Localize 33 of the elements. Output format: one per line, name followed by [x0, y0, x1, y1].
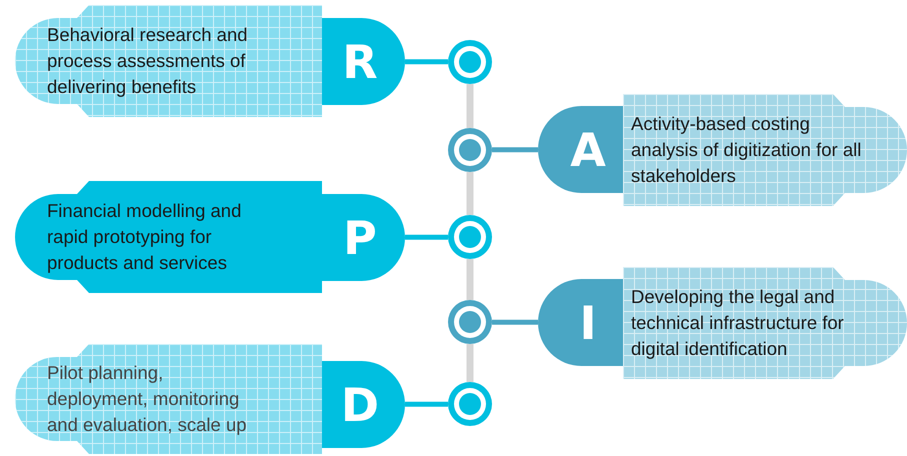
- letter-tab: [322, 361, 405, 448]
- letter-tab: [538, 106, 623, 193]
- card-text: Behavioral research and process assessments of delivering benefits: [47, 23, 249, 99]
- card-text: Developing the legal and technical infrastructure for digital identification: [631, 285, 845, 361]
- letter-tab: [322, 18, 405, 105]
- connector-line: [492, 320, 538, 325]
- card-text: Activity-based costing analysis of digitization for all stakeholders: [631, 112, 862, 188]
- timeline-node: [448, 300, 492, 344]
- tab-letter: R: [341, 36, 379, 86]
- connector-line: [405, 59, 448, 64]
- tab-letter: P: [342, 212, 378, 262]
- text-card: [623, 94, 907, 206]
- text-card: [15, 344, 322, 454]
- timeline-node: [448, 40, 492, 84]
- connector-line: [466, 344, 474, 382]
- timeline-node: [448, 382, 492, 426]
- timeline-node: [448, 215, 492, 259]
- tab-letter: I: [578, 298, 598, 348]
- card-text: Financial modelling and rapid prototyping for products and services: [47, 199, 242, 275]
- letter-tab: [322, 194, 405, 281]
- connector-line: [466, 259, 474, 300]
- timeline-node: [448, 128, 492, 172]
- connector-line: [405, 402, 448, 407]
- letter-tab: [538, 279, 623, 366]
- connector-line: [405, 234, 448, 240]
- text-card: [15, 5, 322, 117]
- connector-line: [466, 84, 474, 128]
- connector-line: [466, 172, 474, 215]
- connector-line: [492, 147, 538, 152]
- tab-letter: D: [340, 380, 380, 430]
- tab-letter: A: [569, 124, 607, 174]
- text-card: [623, 267, 907, 379]
- card-text: Pilot planning, deployment, monitoring and evaluation, scale up: [47, 361, 248, 437]
